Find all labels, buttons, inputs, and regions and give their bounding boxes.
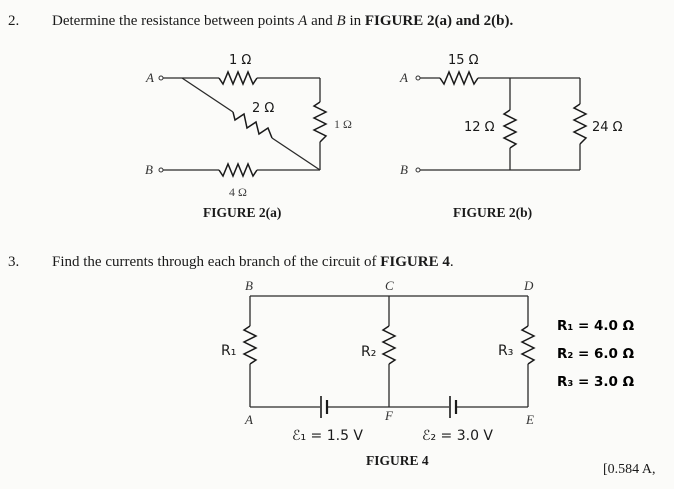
node-d: D — [523, 278, 534, 293]
question-3-number: 3. — [8, 254, 20, 270]
resistor-1ohm-right — [312, 101, 328, 143]
label-terminal-a: A — [145, 70, 154, 85]
node-f: F — [384, 408, 394, 423]
terminal-b-2b — [415, 167, 421, 173]
resistor-2ohm-diag — [232, 111, 273, 139]
resistor-15ohm — [439, 70, 479, 86]
question-2-text-pre: Determine the resistance between points — [52, 13, 299, 29]
label-r-right-2b: 24 Ω — [592, 120, 623, 135]
label-r-top: 1 Ω — [229, 53, 251, 68]
label-terminal-b: B — [145, 162, 153, 177]
resistor-1ohm-top — [218, 70, 258, 86]
figure-2a-caption: FIGURE 2(a) — [203, 205, 282, 220]
question-2-text-in: in — [345, 13, 365, 29]
point-b: B — [336, 13, 346, 29]
label-r3: R₃ — [498, 343, 513, 359]
resistor-r3 — [520, 325, 536, 365]
node-c: C — [385, 278, 394, 293]
label-r-series: 15 Ω — [448, 53, 479, 68]
figure-4-caption: FIGURE 4 — [366, 453, 429, 468]
label-emf-2: ℰ₂ = 3.0 V — [422, 428, 493, 444]
node-b: B — [245, 278, 253, 293]
label-r2: R₂ — [361, 344, 376, 360]
label-r-right: 1 Ω — [334, 117, 352, 131]
wire-diag — [271, 137, 321, 171]
terminal-a-2b — [415, 75, 421, 81]
resistor-r1 — [242, 325, 258, 365]
label-emf-1: ℰ₁ = 1.5 V — [292, 428, 363, 444]
label-r-diag: 2 Ω — [252, 101, 274, 116]
given-r2: R₂ = 6.0 Ω — [557, 346, 635, 362]
point-a: A — [298, 13, 308, 29]
label-r1: R₁ — [221, 343, 236, 359]
label-r-bottom: 4 Ω — [229, 185, 247, 199]
given-r3: R₃ = 3.0 Ω — [557, 374, 635, 390]
resistor-4ohm-bottom — [218, 162, 258, 178]
label-r-mid: 12 Ω — [464, 120, 495, 135]
resistor-r2 — [381, 325, 397, 365]
terminal-a-2a — [158, 75, 164, 81]
question-3-text-pre: Find the currents through each branch of… — [52, 254, 381, 270]
figure-2b-caption: FIGURE 2(b) — [453, 205, 533, 220]
label-terminal-b-2b: B — [400, 162, 408, 177]
question-2-number: 2. — [8, 13, 20, 29]
figure-2a-ref: FIGURE 2(a) — [364, 13, 452, 29]
resistor-24ohm — [572, 103, 588, 145]
node-a: A — [244, 412, 253, 427]
terminal-b-2a — [158, 167, 164, 173]
question-3-text-post: . — [449, 254, 454, 270]
question-3-text: Find the currents through each branch of… — [52, 254, 454, 271]
question-2-text-and: and — [307, 13, 337, 29]
answer-text: [0.584 A, — [603, 462, 656, 477]
wire-diag — [181, 77, 234, 113]
figure-4-ref: FIGURE 4 — [380, 254, 450, 270]
node-e: E — [525, 412, 534, 427]
label-terminal-a-2b: A — [399, 70, 408, 85]
question-2-text: Determine the resistance between points … — [52, 13, 513, 30]
question-2-text-and2: and 2(b). — [451, 13, 514, 29]
given-r1: R₁ = 4.0 Ω — [557, 318, 635, 334]
resistor-12ohm — [502, 109, 518, 149]
figure-2a-circuit — [158, 70, 328, 178]
